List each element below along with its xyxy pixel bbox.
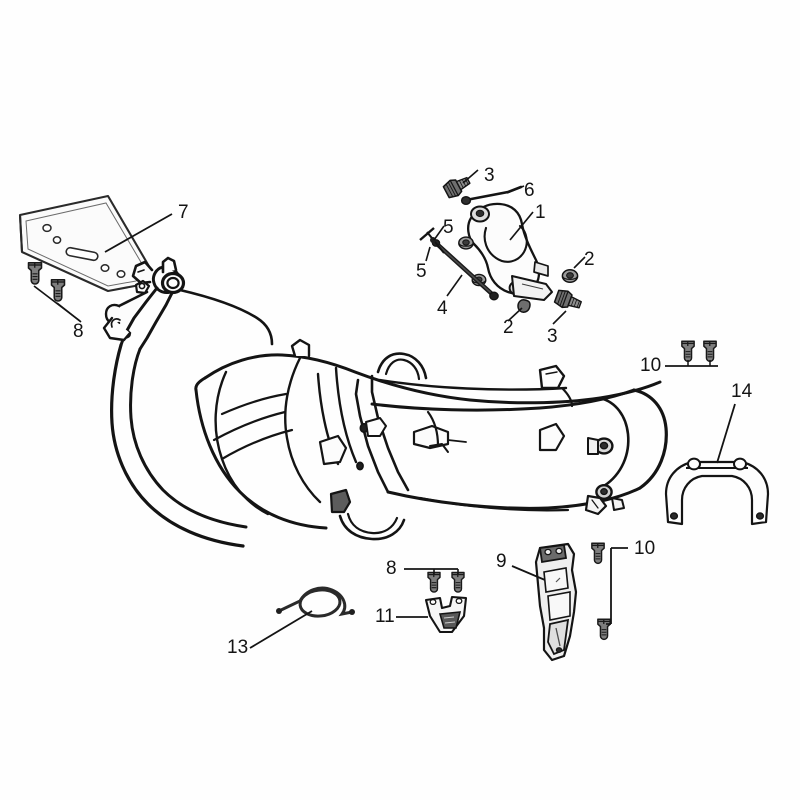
callout-label-5b: 5: [416, 261, 427, 282]
leader-line-13: [249, 610, 313, 649]
part-11-saddle-clamp-bracket: [424, 595, 468, 634]
part-2-collar-mid: [458, 236, 474, 250]
part-1-lever-bracket-assembly: [467, 202, 553, 301]
part-10-screws-lower: [591, 542, 611, 641]
callout-label-3b: 3: [547, 326, 558, 347]
callout-label-13: 13: [227, 637, 249, 658]
callout-label-10b: 10: [634, 538, 656, 559]
part-3-bolt-upper: [441, 172, 474, 201]
leader-line-10-lower: [606, 547, 628, 625]
part-6-clip-rod: [460, 185, 523, 205]
leader-line-5-upper: [433, 225, 445, 241]
leader-line-7: [104, 213, 173, 253]
callout-label-2b: 2: [503, 317, 514, 338]
part-8-screws-lower: [427, 571, 465, 593]
leader-line-5-lower: [425, 246, 431, 262]
part-9-side-support-bracket: [534, 542, 578, 662]
leader-line-1: [509, 211, 534, 241]
part-main-frame-body: [102, 256, 668, 548]
leader-line-2-lower: [507, 307, 523, 322]
leader-line-4: [446, 274, 463, 297]
part-10-screws-upper: [681, 340, 717, 363]
leader-line-14: [716, 403, 736, 464]
callout-label-3a: 3: [484, 165, 495, 186]
part-7-flat-mounting-plate: [18, 194, 152, 293]
callout-label-5a: 5: [443, 217, 454, 238]
part-2-collar-upper: [561, 268, 579, 284]
callout-label-1: 1: [535, 202, 546, 223]
leader-line-2-upper: [573, 256, 586, 269]
leader-line-3-upper: [462, 169, 479, 184]
callout-label-4: 4: [437, 298, 448, 319]
leader-line-3-lower: [552, 310, 567, 325]
leader-line-6: [506, 185, 525, 194]
callout-label-11: 11: [375, 606, 395, 627]
callout-label-6: 6: [524, 180, 535, 201]
leader-line-8-lower: [404, 568, 459, 574]
leader-line-10-upper: [665, 360, 718, 367]
part-3-bolt-lower: [552, 287, 584, 314]
callout-label-9: 9: [496, 551, 507, 572]
leader-line-9: [511, 565, 546, 581]
part-13-wire-loop-clip: [276, 586, 355, 618]
callout-label-7: 7: [178, 202, 189, 223]
part-14-arch-bracket: [664, 457, 770, 526]
callout-label-14: 14: [731, 381, 753, 402]
callout-label-10a: 10: [640, 355, 662, 376]
callout-label-8b: 8: [386, 558, 397, 579]
leader-line-8-left: [33, 285, 82, 323]
callout-label-2a: 2: [584, 249, 595, 270]
callout-label-8a: 8: [73, 321, 84, 342]
